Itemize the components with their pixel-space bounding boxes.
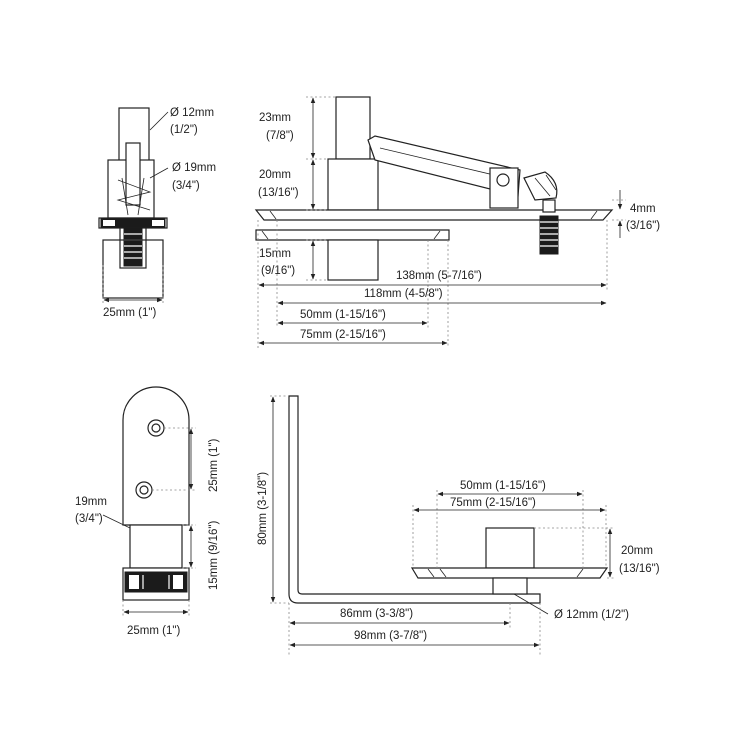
base-edge xyxy=(124,571,188,593)
dim-label: 23mm xyxy=(259,112,291,124)
dim-label: (3/4") xyxy=(172,180,200,192)
dim-label: 15mm xyxy=(259,248,291,260)
dim-label: 80mm (3-1/8") xyxy=(257,472,269,545)
dim-label: Ø 12mm xyxy=(170,107,214,119)
top-pivot-front-view: Ø 12mm (1/2") Ø 19mm (3/4") 25mm (1") xyxy=(98,107,216,319)
dim-label: (9/16") xyxy=(261,265,295,277)
l-bracket xyxy=(288,395,541,604)
dim-label: Ø 12mm (1/2") xyxy=(554,609,629,621)
dim-label: 20mm xyxy=(259,169,291,181)
top-plate-edge xyxy=(100,218,166,228)
dim-label: Ø 19mm xyxy=(172,162,216,174)
top-plate xyxy=(410,567,609,579)
dim-label: 118mm (4-5/8") xyxy=(364,288,443,300)
housing xyxy=(327,158,379,211)
dim-label: 86mm (3-3/8") xyxy=(340,608,413,620)
dim-label: (3/4") xyxy=(75,513,103,525)
dim-label: 25mm (1") xyxy=(127,625,180,637)
threaded-rod-core xyxy=(123,227,143,267)
ball-joint xyxy=(523,171,558,201)
pin-block xyxy=(129,524,183,569)
nut xyxy=(542,199,556,213)
dim-label: 25mm (1") xyxy=(208,439,220,492)
spring-pin xyxy=(125,142,141,206)
bracket-plate xyxy=(122,386,190,526)
dim-label: (13/16") xyxy=(258,187,299,199)
dim-label: 20mm xyxy=(621,545,653,557)
dim-label: (1/2") xyxy=(170,124,198,136)
dim-label: 19mm xyxy=(75,496,107,508)
top-plate xyxy=(254,209,614,221)
dim-label: (3/16") xyxy=(626,220,660,232)
lower-pin xyxy=(327,239,379,281)
lower-block xyxy=(102,239,164,299)
collar xyxy=(492,577,528,595)
dim-label: 138mm (5-7/16") xyxy=(396,270,482,282)
bottom-plate xyxy=(255,229,450,241)
dim-label: 75mm (2-15/16") xyxy=(300,329,386,341)
top-pivot-side-view: 23mm (7/8") 20mm (13/16") 15mm (9/16") 4… xyxy=(254,96,660,348)
bottom-pivot-side-view: 80mm (3-1/8") 50mm (1-15/16") 75mm (2-15… xyxy=(257,395,660,655)
dim-label: 50mm (1-15/16") xyxy=(300,309,386,321)
dim-label: (13/16") xyxy=(619,563,660,575)
pivot-bolt xyxy=(496,173,510,187)
dim-label: 50mm (1-15/16") xyxy=(460,480,546,492)
dim-label: 25mm (1") xyxy=(103,307,156,319)
dim-label: 75mm (2-15/16") xyxy=(450,497,536,509)
bottom-pivot-front-view: 25mm (1") 15mm (9/16") 19mm (3/4") 25mm … xyxy=(75,386,220,637)
arm xyxy=(367,135,521,197)
pin-body xyxy=(335,96,371,160)
spring-coil xyxy=(116,177,152,216)
dim-label: 98mm (3-7/8") xyxy=(354,630,427,642)
dim-label: 15mm (9/16") xyxy=(208,521,220,590)
dim-label: (7/8") xyxy=(266,130,294,142)
threaded-rod xyxy=(539,215,559,255)
dim-label: 4mm xyxy=(630,203,656,215)
pin-block xyxy=(485,527,535,569)
